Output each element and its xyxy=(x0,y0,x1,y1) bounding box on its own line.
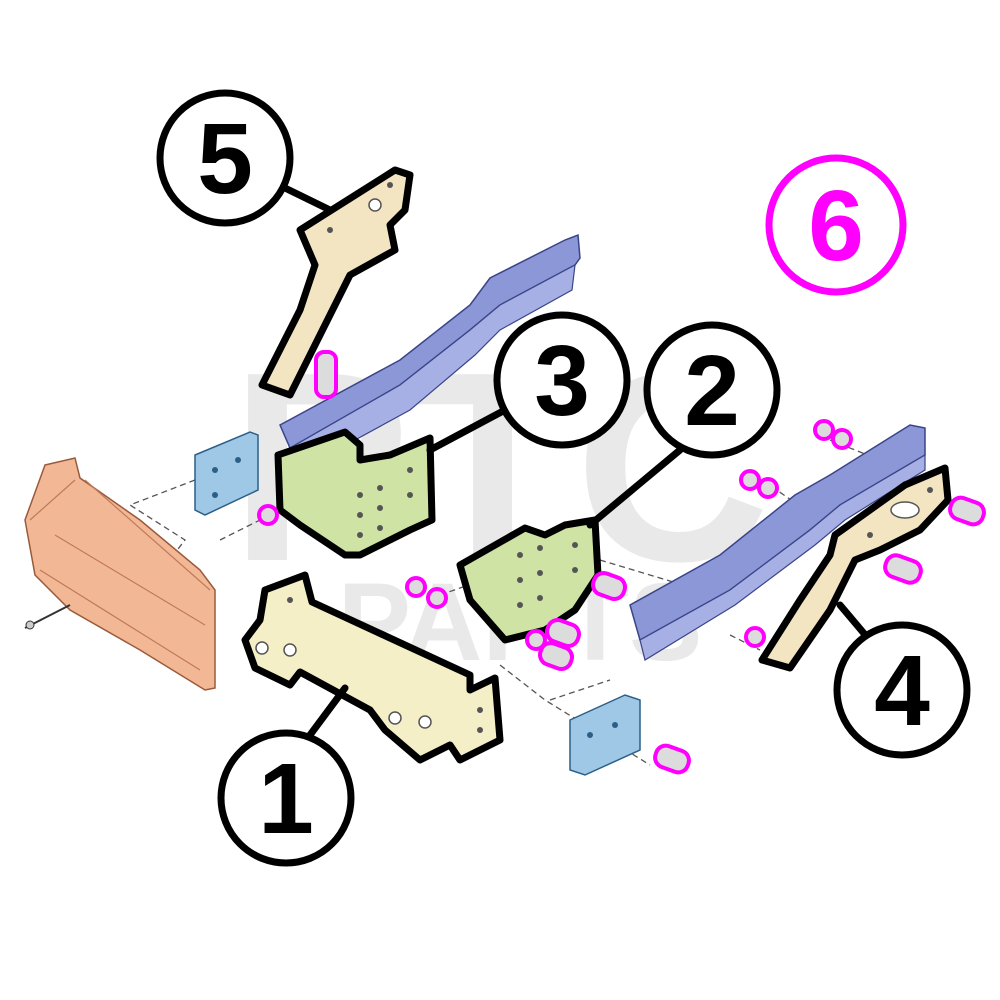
left-side-bracket xyxy=(274,428,436,559)
hardware-highlights xyxy=(257,350,986,775)
svg-text:3: 3 xyxy=(534,325,590,437)
callout-1: 1 xyxy=(217,729,355,867)
washer-highlight xyxy=(831,428,853,450)
bumper-bolt xyxy=(24,604,71,630)
washer-highlight xyxy=(525,629,547,651)
callout-3: 3 xyxy=(493,311,631,449)
washer-highlight xyxy=(257,504,279,526)
callout-4: 4 xyxy=(833,621,971,759)
callout-6: 6 xyxy=(765,154,907,296)
right-extension-arm xyxy=(758,464,952,672)
bolt-highlight xyxy=(545,618,581,648)
svg-text:1: 1 xyxy=(258,743,314,855)
main-mount-crossmember xyxy=(241,571,504,764)
washer-highlight xyxy=(426,587,448,609)
bolt-highlight xyxy=(591,571,627,601)
left-extension-arm xyxy=(258,166,414,399)
bolt-highlight xyxy=(538,641,574,671)
left-mounting-plate xyxy=(194,431,259,516)
svg-text:6: 6 xyxy=(808,170,864,282)
right-mounting-plate xyxy=(569,694,641,776)
bolt-highlight xyxy=(948,495,986,527)
washer-highlight xyxy=(744,626,766,648)
callout-2: 2 xyxy=(643,321,781,459)
bumper-panel xyxy=(24,457,216,691)
svg-text:5: 5 xyxy=(197,103,253,215)
callout-5: 5 xyxy=(156,89,294,227)
right-frame-rail xyxy=(629,424,926,661)
svg-text:4: 4 xyxy=(874,635,930,747)
washer-highlight xyxy=(405,576,427,598)
washer-highlight xyxy=(757,477,779,499)
bolt-highlight xyxy=(883,553,923,585)
svg-text:2: 2 xyxy=(684,335,740,447)
bolt-highlight xyxy=(653,743,691,775)
left-frame-rail xyxy=(279,233,581,471)
washer-highlight xyxy=(739,469,761,491)
bolt-highlight xyxy=(314,350,338,399)
washer-highlight xyxy=(813,419,835,441)
